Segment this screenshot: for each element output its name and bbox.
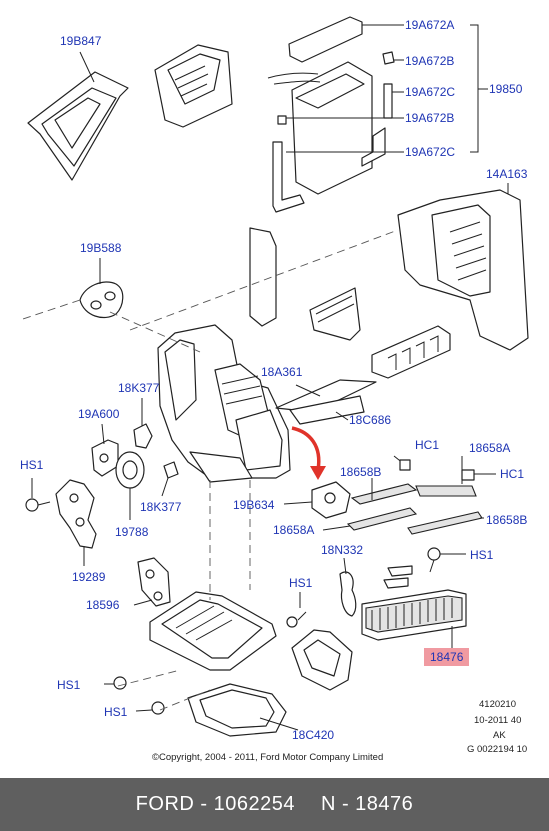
callout-18596: 18596 [86,598,120,612]
callout-18658b-a: 18658B [340,465,382,479]
copyright-notice: ©Copyright, 2004 - 2011, Ford Motor Comp… [152,752,384,763]
callout-19289: 19289 [72,570,106,584]
callout-19a672b-bot: 19A672B [405,111,455,125]
callout-19a672c-top: 19A672C [405,85,456,99]
callout-hs1-mid: HS1 [289,576,313,590]
part-duct-top [154,44,233,128]
callout-18476-highlighted: 18476 [424,648,470,666]
footer-bar: FORD - 1062254 N - 18476 [0,778,549,831]
callout-18c686: 18C686 [349,413,392,427]
callout-18a361: 18A361 [261,365,303,379]
meta-line-4: G 0022194 10 [467,744,528,755]
part-18k377-clip-b [161,461,179,497]
meta-line-3: AK [493,730,506,741]
footer-part-number: FORD - 1062254 [135,793,295,815]
part-19b588-seal [79,258,124,319]
part-main-housing [157,324,291,483]
part-19289-lever [55,479,97,566]
callout-18c420: 18C420 [292,728,335,742]
part-18c420-lower [187,683,299,737]
part-18k377-clip-a [133,398,153,449]
part-19a600-actuator [91,423,119,477]
assembly-dashed-lines [19,229,399,711]
callout-18k377-a: 18K377 [118,381,160,395]
part-duct-18c420-upper [291,629,353,691]
callout-19a672b-top: 19A672B [405,54,455,68]
callout-19a672c-bot: 19A672C [405,145,456,159]
meta-line-1: 4120210 [479,699,516,710]
part-19b634 [283,481,351,519]
part-18658-seals [322,455,496,535]
part-lower-housing [149,591,277,671]
part-19788-motor [115,451,145,520]
part-hs1-left-screw [25,478,51,512]
callout-18658b-b: 18658B [486,513,528,527]
part-19b847-frame [27,51,129,181]
callout-19b847: 19B847 [60,34,102,48]
callout-hc1-a: HC1 [415,438,440,452]
callout-19b634: 19B634 [233,498,275,512]
callout-hc1-b: HC1 [500,467,525,481]
callout-18k377-b: 18K377 [140,500,182,514]
callout-hs1-low2: HS1 [104,705,128,719]
callout-18n332: 18N332 [321,543,364,557]
callout-19850: 19850 [489,82,523,96]
callout-19a600: 19A600 [78,407,120,421]
part-18a361-door [275,379,377,425]
part-hs1-right-screw [427,547,466,573]
callout-14a163: 14A163 [486,167,528,181]
callout-19788: 19788 [115,525,149,539]
callout-18658a-b: 18658A [273,523,315,537]
callout-18658a-a: 18658A [469,441,511,455]
callout-hs1-right: HS1 [470,548,494,562]
footer-reference: N - 18476 [320,793,414,815]
callout-19b588: 19B588 [80,241,122,255]
part-duct-center [249,227,361,341]
part-18n332 [339,557,357,617]
callout-19a672a: 19A672A [405,18,455,32]
part-housing-right [371,189,529,379]
callout-hs1-left: HS1 [20,458,44,472]
part-hs1-mid-screw [286,592,307,628]
part-19850-core [267,16,488,213]
parts-diagram [19,16,529,737]
red-arrow-head [310,466,326,480]
meta-line-2: 10-2011 40 [474,715,522,726]
part-18476-heater-core [361,565,467,648]
part-hs1-lower-screw-a [104,676,127,690]
part-hs1-lower-screw-b [135,701,165,715]
red-arrow [291,426,321,471]
part-18596 [133,557,171,607]
callout-hs1-low1: HS1 [57,678,81,692]
